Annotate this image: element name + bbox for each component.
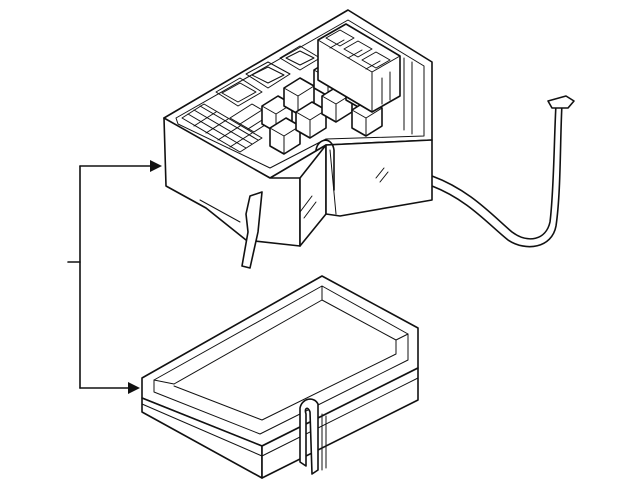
arrow-to-tray-head xyxy=(128,382,140,394)
box-wire-clip xyxy=(315,139,335,191)
arrow-to-fuse-box-head xyxy=(150,160,162,172)
latch-mark-left xyxy=(299,195,317,219)
box-top-divider xyxy=(403,57,413,135)
box-tray xyxy=(141,275,419,479)
fuse-relay-box xyxy=(163,9,433,269)
tray-clip xyxy=(299,398,319,475)
tray-clip-lip xyxy=(321,413,327,471)
harness-connector-end xyxy=(547,95,575,109)
latch-mark-right xyxy=(375,167,389,183)
mounting-tab xyxy=(241,191,263,269)
callout-bracket xyxy=(67,160,162,394)
connector-block xyxy=(317,23,401,113)
raised-relays xyxy=(261,59,383,155)
wire-harness-lead xyxy=(431,95,575,248)
